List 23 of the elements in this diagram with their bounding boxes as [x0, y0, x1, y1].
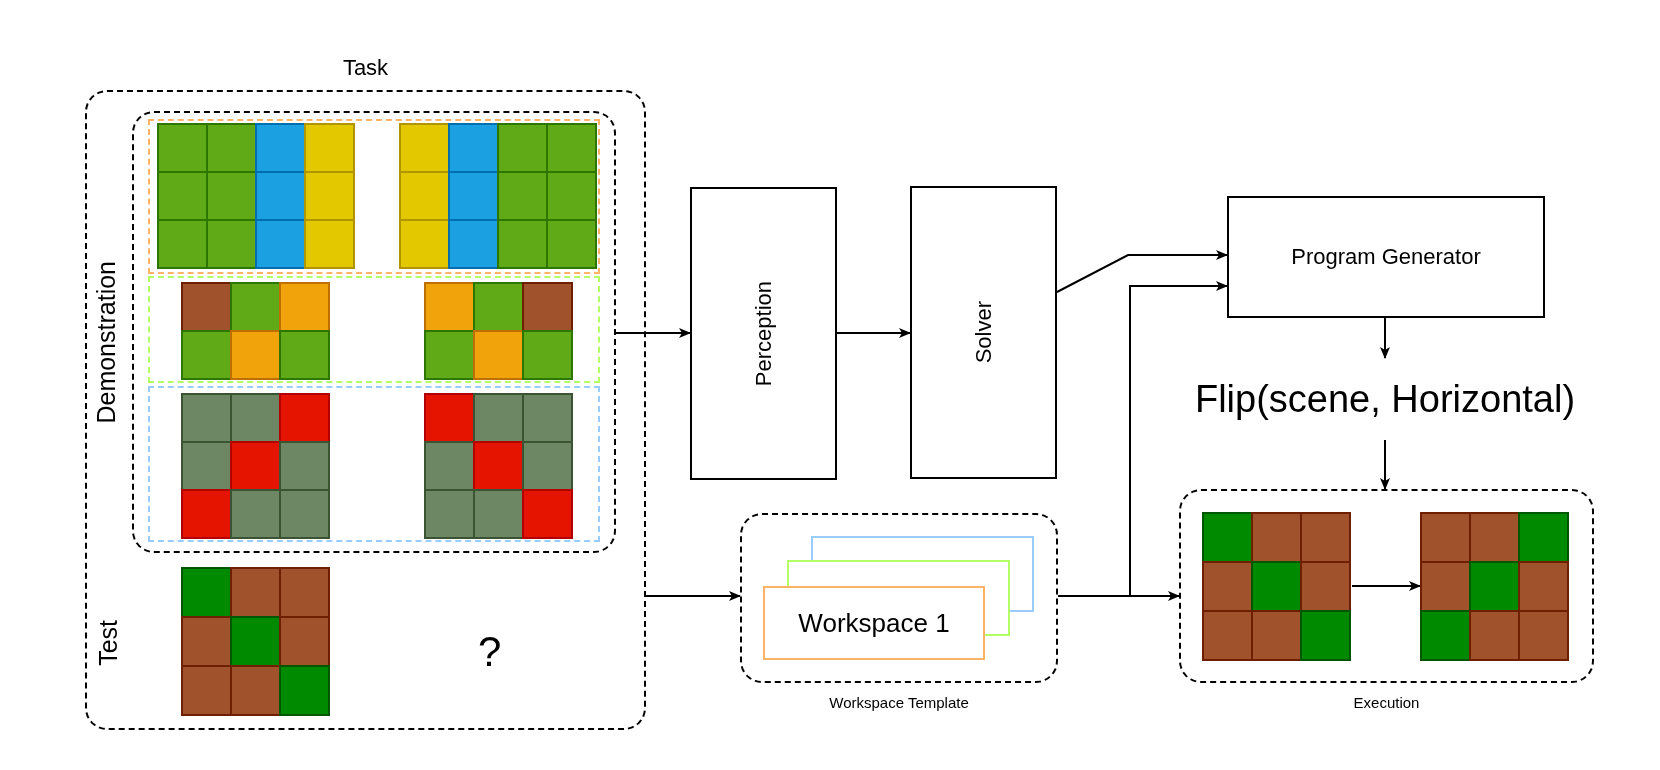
arrow — [1056, 250, 1228, 293]
program-text: Flip(scene, Horizontal) — [1194, 377, 1576, 421]
unknown-output-mark: ? — [478, 628, 502, 676]
arrow — [645, 591, 741, 601]
section-label: Test — [94, 620, 123, 666]
group-heading: Demonstration — [92, 261, 121, 424]
workspace-card — [763, 586, 985, 660]
process-label: Perception — [750, 280, 777, 387]
group-heading: Execution — [1353, 694, 1420, 711]
process-box — [910, 186, 1057, 479]
group-heading: Workspace Template — [829, 694, 969, 711]
arrow — [836, 328, 911, 338]
arrow — [1057, 281, 1228, 597]
process-box — [1227, 196, 1545, 318]
arrow — [615, 328, 691, 338]
arrow — [1380, 317, 1390, 359]
process-label: Solver — [970, 301, 997, 364]
arrow — [1351, 581, 1421, 591]
arrow — [1380, 439, 1390, 490]
workspace-label: Workspace 1 — [798, 607, 950, 639]
process-label: Program Generator — [1291, 244, 1481, 270]
process-box — [690, 187, 837, 480]
group-heading: Task — [342, 55, 389, 81]
